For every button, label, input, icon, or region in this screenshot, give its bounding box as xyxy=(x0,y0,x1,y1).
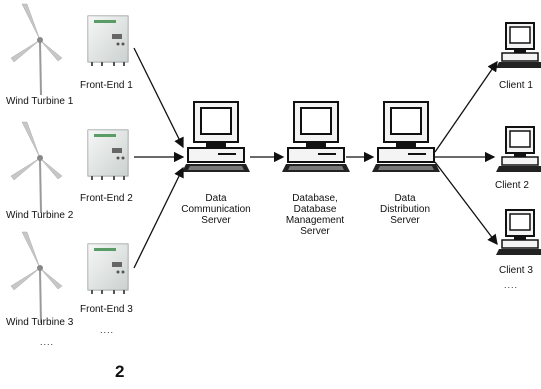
dist-server-line1: Data xyxy=(394,193,416,204)
db-server-line1: Database, xyxy=(292,193,338,204)
wind-turbine-3-label: Wind Turbine 3 xyxy=(6,317,74,328)
data-communication-server-label: Data Communication Server xyxy=(181,193,250,226)
client-1-label: Client 1 xyxy=(499,80,533,91)
front-end-2-icon xyxy=(87,129,129,181)
db-server-line3: Management xyxy=(285,215,345,226)
data-communication-server-icon xyxy=(181,101,251,173)
front-end-2-label: Front-End 2 xyxy=(80,193,133,204)
client-2-icon xyxy=(495,126,541,173)
wind-turbine-2-label: Wind Turbine 2 xyxy=(6,210,74,221)
front-end-3-icon xyxy=(87,243,129,295)
database-server-label: Database, Database Management Server xyxy=(286,193,344,237)
comm-server-line2: Communication xyxy=(181,204,251,215)
client-3-label: Client 3 xyxy=(499,265,533,276)
comm-server-line3: Server xyxy=(201,215,231,226)
clients-ellipsis: .... xyxy=(504,280,519,290)
turbines-ellipsis: .... xyxy=(40,337,55,347)
db-server-line2: Database xyxy=(293,204,337,215)
db-server-line4: Server xyxy=(300,226,330,237)
front-end-3-label: Front-End 3 xyxy=(80,304,133,315)
comm-server-line1: Data xyxy=(205,193,227,204)
arrow-dist-to-client1 xyxy=(434,60,498,153)
wind-turbine-1-label: Wind Turbine 1 xyxy=(6,96,74,107)
client-1-icon xyxy=(495,22,541,69)
wind-turbine-2-icon xyxy=(10,121,63,214)
database-server-icon xyxy=(281,101,351,173)
arrow-fe3-to-comm xyxy=(133,166,184,269)
dist-server-line3: Server xyxy=(390,215,420,226)
wind-turbine-1-icon xyxy=(10,3,63,96)
front-ends-ellipsis: .... xyxy=(100,325,115,335)
arrow-fe1-to-comm xyxy=(133,47,184,149)
data-distribution-server-icon xyxy=(371,101,441,173)
client-2-label: Client 2 xyxy=(495,180,529,191)
arrow-dist-to-client3 xyxy=(434,161,498,246)
front-end-1-label: Front-End 1 xyxy=(80,80,133,91)
client-3-icon xyxy=(495,209,541,256)
dist-server-line2: Distribution xyxy=(379,204,431,215)
wind-turbine-3-icon xyxy=(10,231,63,324)
figure-number: 2 xyxy=(115,362,125,381)
data-distribution-server-label: Data Distribution Server xyxy=(380,193,430,226)
front-end-1-icon xyxy=(87,15,129,67)
